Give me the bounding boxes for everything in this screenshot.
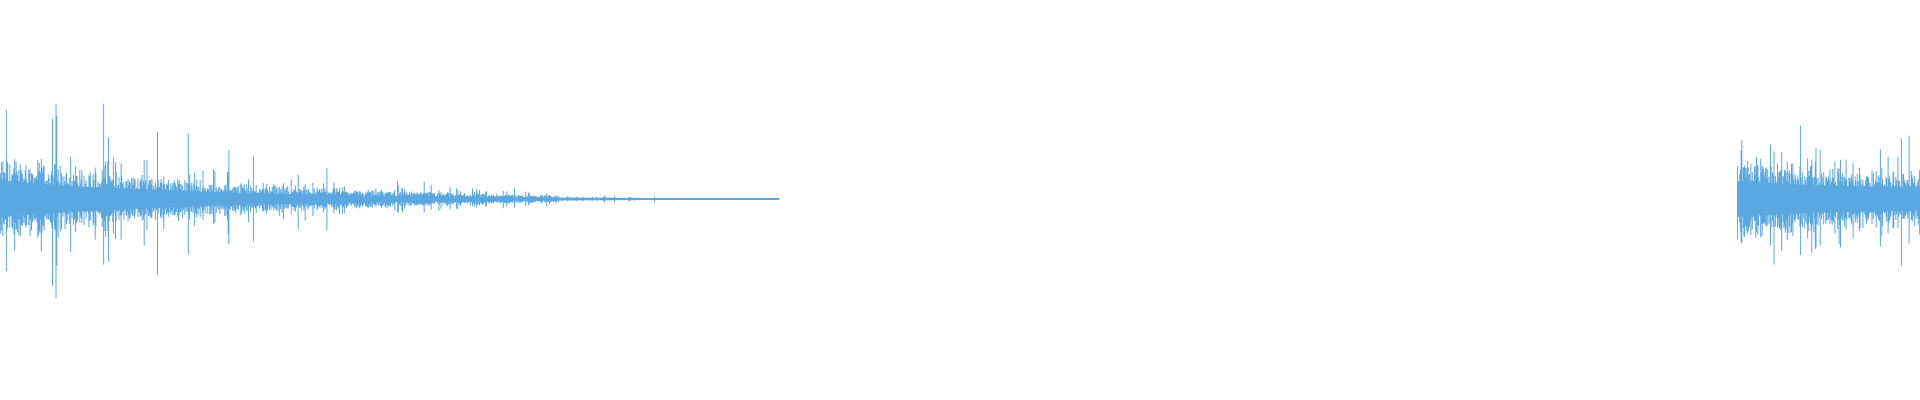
first-clip-core — [0, 181, 780, 217]
waveform-bars — [0, 103, 1920, 299]
second-clip-core — [1737, 181, 1920, 217]
